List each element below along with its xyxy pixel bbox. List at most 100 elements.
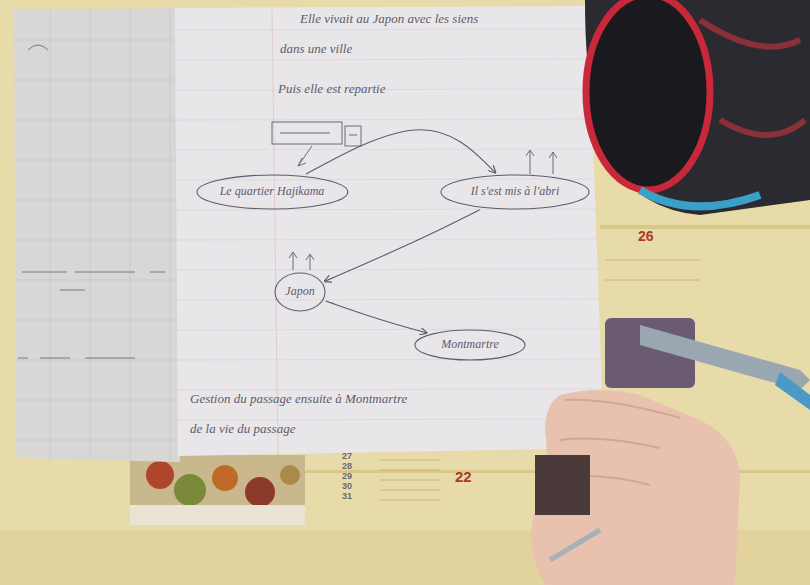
grid-part	[14, 200, 178, 201]
ruled-lines-part	[176, 119, 593, 120]
grid-part	[14, 240, 178, 241]
handwritten-note: Elle vivait au Japon avec les siens	[300, 12, 478, 26]
pencil-case-part	[640, 190, 760, 206]
grid-part	[14, 440, 178, 441]
grid-part	[14, 80, 178, 81]
notebook-page	[175, 6, 604, 456]
ruled-lines	[176, 7, 603, 455]
calendar-number: 26	[638, 229, 654, 244]
grid	[14, 9, 178, 460]
handwritten-note: dans une ville	[280, 42, 352, 56]
node-text: Le quartier Hajikama	[220, 185, 325, 198]
ellipse-node: Il s'est mis à l'abri	[440, 174, 590, 210]
compass-part	[775, 372, 810, 410]
node-text: Japon	[285, 285, 314, 298]
ellipse-stroke	[415, 330, 525, 360]
small-box-sketch-part	[298, 146, 312, 166]
handwritten-note: Gestion du passage ensuite à Montmartre	[190, 392, 407, 406]
calendar-picture-part	[212, 465, 238, 491]
handwritten-note: de la vie du passage	[190, 422, 295, 436]
arrow-sketch-part	[289, 252, 297, 270]
calendar-lines-part	[605, 260, 700, 261]
left-page	[14, 8, 180, 462]
connector-arrow	[306, 130, 496, 174]
pencil-case-part	[586, 0, 710, 190]
calendar-lines-part	[380, 490, 440, 491]
left-page-scribbles-part	[60, 290, 85, 291]
calendar-number: 28	[342, 462, 352, 472]
left-page-part	[14, 8, 180, 462]
left-page-scribbles-part	[18, 358, 135, 359]
connector-arrow	[325, 210, 480, 282]
ruled-lines-part	[177, 359, 601, 360]
grid-part	[90, 9, 91, 460]
ruled-lines-part	[178, 419, 603, 420]
calendar-picture-part	[174, 474, 206, 506]
ruled-lines-part	[176, 29, 590, 30]
notebook-page-part	[175, 6, 604, 456]
ruled-lines-part	[177, 389, 602, 390]
hand	[531, 390, 740, 585]
hand-part	[550, 530, 600, 560]
calendar-lines-part	[380, 470, 440, 471]
arrow-sketch	[289, 150, 557, 270]
ruled-lines-part	[177, 329, 600, 330]
calendar-picture-part	[280, 465, 300, 485]
left-page-scribbles	[18, 45, 165, 358]
grid-part	[50, 9, 51, 460]
calendar-number: 27	[342, 452, 352, 462]
hand-part	[531, 390, 740, 585]
left-page-scribbles-part	[22, 272, 165, 273]
calendar-picture-part	[130, 455, 305, 525]
hand-part	[565, 400, 680, 418]
arrow-sketch-part	[306, 254, 314, 270]
grid-part	[14, 400, 178, 401]
ruled-lines-part	[176, 239, 597, 240]
arrow-sketch-part	[549, 152, 557, 174]
pencil-case	[585, 0, 810, 215]
ruled-lines-part	[272, 7, 278, 455]
ruled-lines-part	[177, 299, 599, 300]
calendar-lines-part	[380, 480, 440, 481]
node-text: Il s'est mis à l'abri	[471, 185, 559, 198]
calendar-picture-part	[245, 477, 275, 507]
desk-part	[600, 225, 810, 229]
ruled-lines-part	[176, 59, 591, 60]
left-page-scribbles-part	[28, 45, 48, 50]
small-box-sketch	[272, 122, 361, 166]
hand-part	[560, 439, 660, 448]
ellipse-node: Le quartier Hajikama	[196, 174, 349, 210]
handwritten-note: Puis elle est repartie	[278, 82, 385, 96]
node-text: Montmartre	[441, 338, 499, 351]
calendar-lines-part	[380, 500, 440, 501]
ellipse-node: Montmartre	[414, 329, 526, 361]
grid-part	[14, 40, 178, 41]
calendar-number: 31	[342, 492, 352, 502]
calendar-lines-part	[605, 280, 700, 281]
calendar-picture-part	[146, 461, 174, 489]
grid-part	[130, 9, 131, 460]
ruled-lines-part	[177, 269, 598, 270]
hand-part	[535, 455, 590, 515]
ellipse-stroke	[275, 273, 325, 311]
grid-part	[14, 160, 178, 161]
calendar-number: 30	[342, 482, 352, 492]
circle-node: Japon	[274, 272, 326, 312]
ruled-lines-part	[176, 179, 595, 180]
grid-part	[14, 120, 178, 121]
ellipse-stroke	[441, 175, 589, 209]
grid-part	[14, 360, 178, 361]
grid-part	[170, 9, 171, 460]
grid-part	[14, 320, 178, 321]
pencil-case-part	[700, 20, 805, 135]
calendar-picture-part	[130, 505, 305, 525]
ellipse-stroke	[197, 175, 348, 209]
calendar-picture	[130, 455, 305, 525]
ruled-lines-part	[176, 149, 594, 150]
calendar-number: 29	[342, 472, 352, 482]
ruled-lines-part	[176, 209, 596, 210]
connector-arrow	[326, 301, 427, 333]
arrow-sketch-part	[526, 150, 534, 174]
